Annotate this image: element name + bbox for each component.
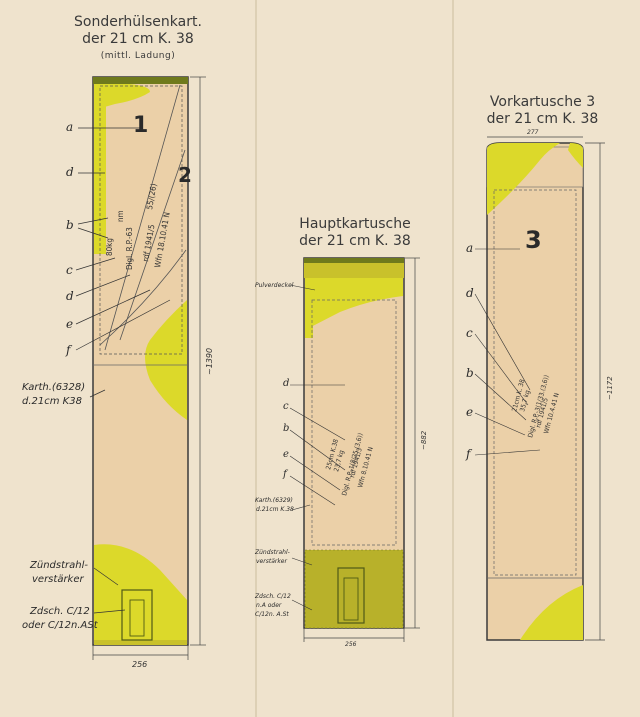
middle-letter-c: c — [283, 401, 289, 412]
middle-bottom-label-3: Zdsch. C/12 — [255, 593, 291, 600]
left-title: Sonderhülsenkart. der 21 cm K. 38 (mittl… — [48, 14, 228, 65]
left-dim-height: ~1390 — [205, 348, 214, 375]
left-title-sub: (mittl. Ladung) — [100, 51, 176, 61]
left-stamp-line-2: Digl. R.P.-63 — [125, 227, 134, 270]
left-stamp-line-1: 80kg — [105, 238, 114, 256]
left-cartridge-cap — [93, 77, 188, 84]
right-dim-width: 277 — [527, 129, 539, 136]
right-title: Vorkartusche 3 der 21 cm K. 38 — [460, 94, 625, 128]
left-letter-b: b — [66, 218, 74, 232]
middle-top-dark — [304, 258, 404, 263]
right-leader-lines — [474, 248, 541, 456]
right-letter-a: a — [466, 241, 474, 255]
right-cartridge — [474, 136, 605, 641]
right-yellow-top-right — [568, 143, 583, 168]
left-dim-width: 256 — [132, 660, 147, 669]
right-dim-height: ~1172 — [606, 376, 614, 400]
left-side-label-2: d.21cm K38 — [22, 396, 82, 407]
left-inner-outline — [99, 85, 183, 355]
left-letter-d2: d — [66, 289, 74, 303]
middle-top-label: Pulverdeckel — [255, 282, 294, 289]
right-letter-f: f — [466, 447, 471, 461]
left-stamp-line-6: nm — [116, 210, 125, 222]
right-title-line-2: der 21 cm K. 38 — [486, 111, 599, 127]
right-letter-e: e — [466, 405, 474, 419]
right-letter-d: d — [466, 286, 474, 300]
middle-leader-lines — [289, 284, 346, 611]
middle-title-line-2: der 21 cm K. 38 — [299, 233, 411, 249]
right-inner-outline — [493, 189, 577, 576]
right-cartridge-body — [486, 142, 584, 641]
middle-bottom-label-1: Zündstrahl- — [255, 549, 290, 556]
left-bottom-label-2: verstärker — [32, 574, 84, 585]
middle-letter-b: b — [283, 423, 290, 434]
left-title-line-2: der 21 cm K. 38 — [82, 31, 194, 47]
left-side-label-1: Karth.(6328) — [22, 382, 86, 393]
middle-bottom-band — [305, 550, 403, 628]
left-bottom-label-1: Zündstrahl- — [30, 560, 88, 571]
middle-dim-width: 256 — [345, 641, 357, 648]
middle-letter-d: d — [283, 378, 290, 389]
left-letter-c: c — [66, 263, 73, 277]
left-letter-e: e — [66, 317, 74, 331]
middle-bottom-label-4: n.A oder — [256, 602, 282, 609]
left-big-number-1: 1 — [133, 113, 149, 138]
left-letter-a: a — [66, 120, 74, 134]
left-leader-lines — [75, 127, 171, 614]
middle-letter-e: e — [283, 449, 289, 460]
left-letter-d: d — [66, 165, 74, 179]
middle-primer — [337, 567, 365, 624]
middle-bottom-label-5: C/12n. A.St — [255, 611, 289, 618]
left-bottom-label-4: oder C/12n.ASt — [22, 620, 98, 631]
right-yellow-bottom — [520, 585, 583, 640]
middle-dim-height: ~882 — [420, 430, 428, 450]
right-title-line-1: Vorkartusche 3 — [489, 94, 596, 110]
left-primer-inner — [129, 599, 145, 637]
right-letter-b: b — [466, 366, 474, 380]
middle-title-line-1: Hauptkartusche — [299, 216, 411, 232]
left-title-line-1: Sonderhülsenkart. — [74, 14, 202, 30]
left-primer — [121, 589, 153, 641]
left-diagonal-2 — [119, 149, 186, 341]
left-yellow-bottom — [94, 544, 187, 645]
middle-bottom-label-2: verstärker — [256, 558, 287, 565]
middle-yellow-diag — [305, 278, 403, 330]
right-big-number: 3 — [525, 226, 542, 254]
left-diagonal-1 — [104, 84, 181, 351]
middle-side-label-1: Karth.(6329) — [255, 497, 293, 504]
middle-cartridge — [289, 257, 420, 642]
left-big-number-2: 2 — [178, 163, 192, 187]
left-yellow-top — [94, 84, 150, 110]
page-fold-left — [255, 0, 257, 717]
left-cartridge — [75, 76, 206, 660]
left-bottom-label-3: Zdsch. C/12 — [30, 606, 90, 617]
left-yellow-base — [94, 640, 187, 645]
left-diagonal-3 — [99, 249, 187, 346]
middle-yellow-left — [305, 278, 313, 338]
middle-letter-f: f — [283, 469, 287, 480]
left-yellow-lump — [145, 300, 187, 420]
left-letter-f: f — [66, 343, 71, 357]
middle-inner-outline — [311, 299, 397, 546]
right-yellow-top — [487, 143, 560, 215]
page-fold-right — [452, 0, 454, 717]
middle-side-label-2: d.21cm K.38 — [256, 506, 294, 513]
middle-title: Hauptkartusche der 21 cm K. 38 — [270, 216, 440, 250]
right-letter-c: c — [466, 326, 473, 340]
